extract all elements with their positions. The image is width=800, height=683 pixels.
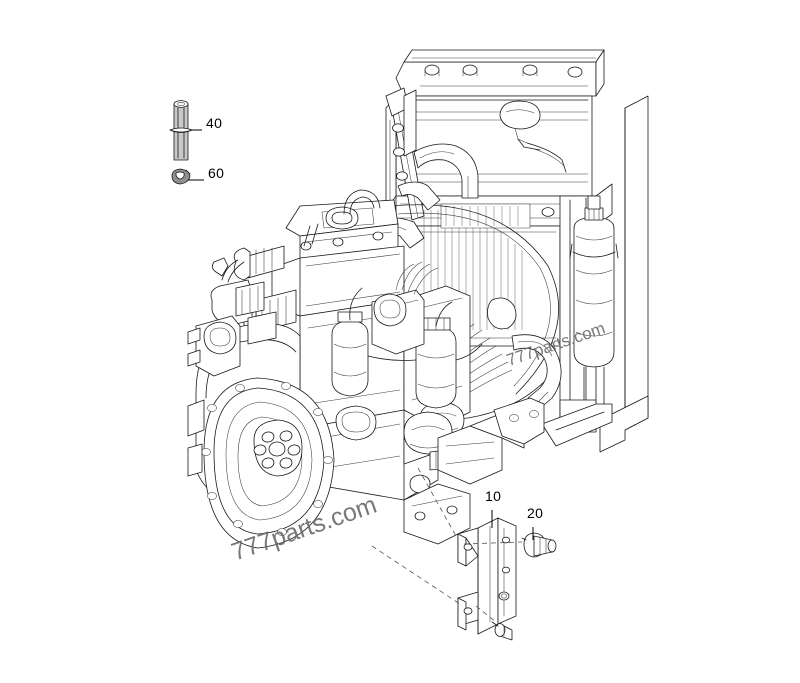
coolant-hoses <box>347 143 562 411</box>
left-engine-mount <box>187 315 241 377</box>
part-40-stud-bolt <box>169 100 193 161</box>
fuel-system <box>331 261 483 409</box>
callout-label-60: 60 <box>208 165 225 181</box>
part-60-nut-clamp <box>171 168 191 185</box>
callout-label-10: 10 <box>485 488 502 504</box>
radiator-assembly <box>385 49 649 453</box>
assembly-dashed-lines <box>371 467 523 623</box>
misc-piping <box>212 223 319 283</box>
callout-label-20: 20 <box>527 505 544 521</box>
rear-mount-plate <box>403 397 545 545</box>
callout-label-40: 40 <box>206 115 223 131</box>
part-20-bolt-grommet <box>521 532 557 558</box>
lower-mount-bolt <box>491 621 513 641</box>
